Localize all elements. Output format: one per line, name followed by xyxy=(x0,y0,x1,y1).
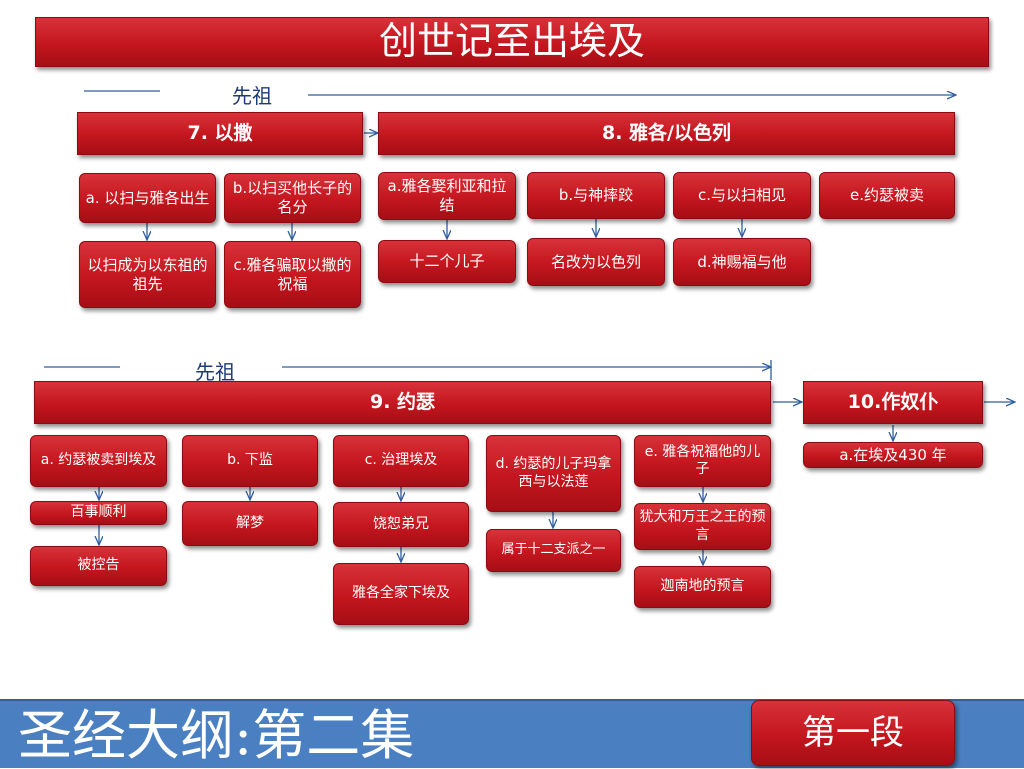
joseph-item-c: c. 治理埃及 xyxy=(333,435,469,487)
isaac-item-c: c.雅各骗取以撒的祝福 xyxy=(224,241,361,308)
ancestor-label-top: 先祖 xyxy=(232,84,272,108)
section-isaac-header: 7. 以撒 xyxy=(77,112,363,155)
jacob-item-e: e.约瑟被卖 xyxy=(819,172,955,219)
joseph-item-d-1: 属于十二支派之一 xyxy=(486,529,621,572)
slavery-item-a: a.在埃及430 年 xyxy=(803,442,983,468)
page-title: 创世记至出埃及 xyxy=(35,17,989,67)
series-title: 圣经大纲:第二集 xyxy=(18,704,415,767)
jacob-item-a-result: 十二个儿子 xyxy=(378,240,516,283)
joseph-item-c-2: 雅各全家下埃及 xyxy=(333,563,469,625)
joseph-item-a: a. 约瑟被卖到埃及 xyxy=(30,435,167,487)
jacob-item-d: d.神赐福与他 xyxy=(673,238,811,286)
joseph-item-a-1: 百事顺利 xyxy=(30,501,167,525)
section-joseph-header: 9. 约瑟 xyxy=(34,381,771,424)
joseph-item-b-1: 解梦 xyxy=(182,501,318,546)
ancestor-label-bottom: 先祖 xyxy=(195,360,235,384)
joseph-item-a-2: 被控告 xyxy=(30,546,167,586)
joseph-item-e-1: 犹大和万王之王的预言 xyxy=(634,503,771,550)
isaac-item-a: a. 以扫与雅各出生 xyxy=(79,173,216,223)
joseph-item-e-2: 迦南地的预言 xyxy=(634,566,771,608)
section-slavery-header: 10.作奴仆 xyxy=(803,381,983,424)
section-button[interactable]: 第一段 xyxy=(751,700,955,766)
joseph-item-d: d. 约瑟的儿子玛拿西与以法莲 xyxy=(486,435,621,512)
jacob-item-b-result: 名改为以色列 xyxy=(527,238,665,286)
isaac-item-a-result: 以扫成为以东祖的祖先 xyxy=(79,241,216,308)
joseph-item-e: e. 雅各祝福他的儿子 xyxy=(634,435,771,487)
isaac-item-b: b.以扫买他长子的名分 xyxy=(224,173,361,223)
jacob-item-b: b.与神摔跤 xyxy=(527,172,665,219)
section-jacob-header: 8. 雅各/以色列 xyxy=(378,112,955,155)
jacob-item-a: a.雅各娶利亚和拉结 xyxy=(378,172,516,220)
joseph-item-c-1: 饶恕弟兄 xyxy=(333,502,469,547)
joseph-item-b: b. 下监 xyxy=(182,435,318,487)
jacob-item-c: c.与以扫相见 xyxy=(673,172,811,219)
